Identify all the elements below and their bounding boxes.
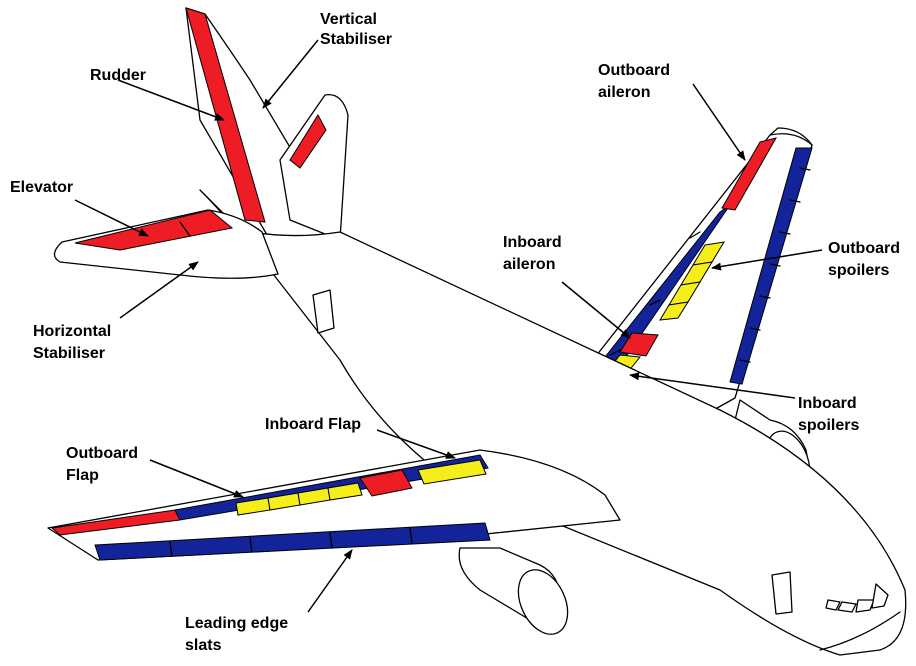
fuselage — [199, 189, 907, 656]
label-inboard-flap: Inboard Flap — [265, 416, 361, 433]
left-inboard-aileron — [359, 469, 413, 497]
label-elevator: Elevator — [10, 179, 73, 196]
labels: Vertical Stabiliser Rudder Elevator Hori… — [10, 11, 904, 654]
left-engine — [458, 547, 569, 635]
near-horizontal-stabiliser — [53, 209, 279, 279]
label-outboard-aileron: Outboard aileron — [598, 62, 674, 101]
label-rudder: Rudder — [90, 67, 146, 84]
right-inboard-aileron — [619, 332, 659, 357]
arrow-leading-edge-slats — [307, 549, 353, 613]
front-door — [771, 571, 793, 615]
arrow-outboard-aileron — [692, 83, 746, 161]
label-inboard-aileron: Inboard aileron — [503, 234, 566, 273]
arrow-inboard-spoilers — [629, 372, 796, 399]
right-outboard-aileron — [721, 137, 778, 211]
arrow-horizontal-stabiliser — [119, 261, 199, 319]
label-inboard-spoilers: Inboard spoilers — [798, 395, 861, 434]
label-outboard-flap: Outboard Flap — [66, 445, 142, 484]
arrow-elevator — [74, 199, 149, 237]
arrow-inboard-aileron — [561, 281, 631, 339]
arrow-outboard-spoilers — [711, 249, 823, 271]
left-spoilers — [235, 459, 487, 516]
left-slat-dividers — [169, 527, 413, 557]
label-leading-edge-slats: Leading edge slats — [185, 615, 293, 654]
cockpit-windows — [825, 583, 889, 613]
arrow-outboard-flap — [149, 459, 244, 498]
leader-arrows — [74, 39, 823, 613]
right-outboard-spoilers — [659, 241, 725, 321]
rudder — [185, 7, 266, 223]
label-outboard-spoilers: Outboard spoilers — [828, 240, 904, 279]
elevator — [74, 209, 234, 251]
left-leading-edge-slats — [94, 522, 491, 561]
far-elevator — [289, 114, 327, 169]
right-wing-slat-dividers — [739, 167, 811, 363]
arrow-rudder — [117, 79, 225, 121]
arrow-inboard-flap — [376, 429, 456, 459]
label-vertical-stabiliser: Vertical Stabiliser — [320, 11, 392, 48]
left-wing — [47, 449, 621, 561]
rear-door — [312, 289, 335, 334]
right-wing-leading-edge-slats — [729, 147, 813, 385]
label-horizontal-stabiliser: Horizontal Stabiliser — [33, 323, 116, 362]
far-horizontal-stabiliser — [279, 94, 349, 241]
arrow-vertical-stabiliser — [262, 39, 319, 109]
